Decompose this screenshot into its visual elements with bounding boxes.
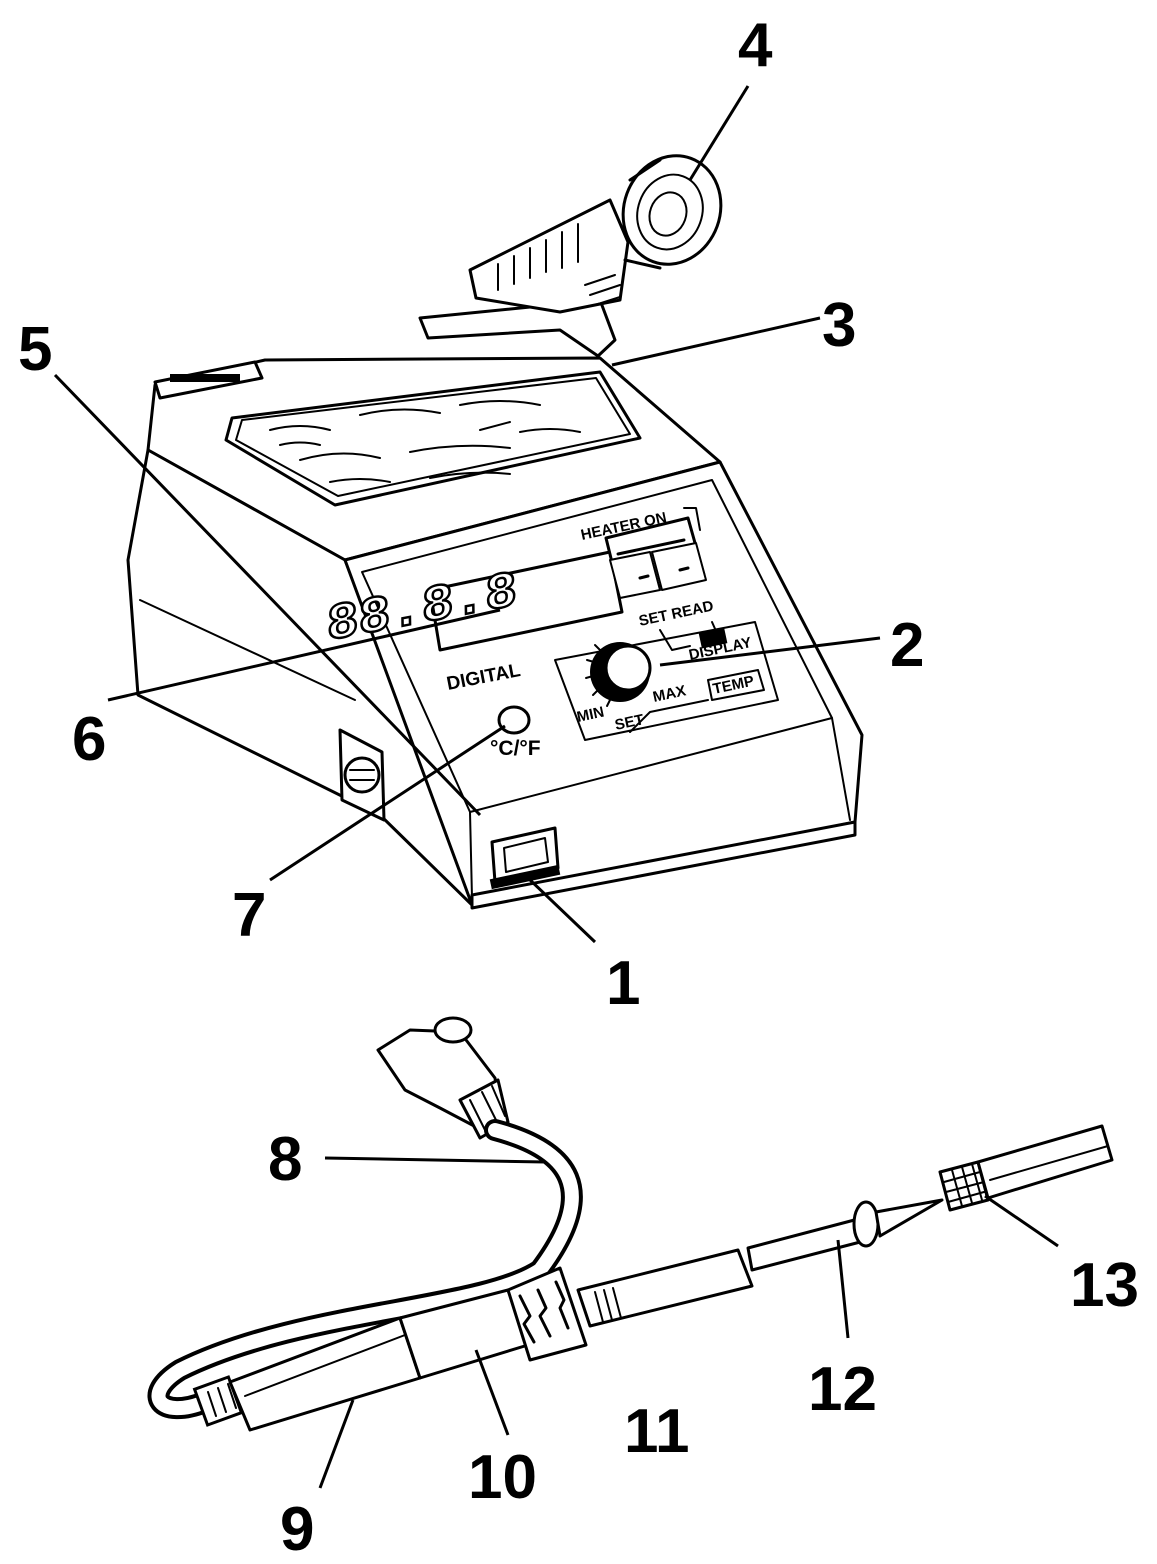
leader-4 xyxy=(688,85,750,181)
unit-button[interactable] xyxy=(497,705,531,735)
max-label: MAX xyxy=(651,682,687,706)
tip-nut xyxy=(938,1124,1114,1212)
power-switch[interactable] xyxy=(489,826,561,890)
heating-element xyxy=(746,1198,944,1272)
callout-1: 1 xyxy=(606,949,640,1018)
heater-indicator-panel: HEATER ON xyxy=(579,507,707,599)
min-label: MIN xyxy=(575,704,605,726)
callout-5: 5 xyxy=(18,315,52,384)
callout-10: 10 xyxy=(468,1443,537,1512)
callout-6: 6 xyxy=(72,705,106,774)
callout-11: 11 xyxy=(624,1397,690,1466)
callout-4: 4 xyxy=(738,11,773,80)
leader-1 xyxy=(526,876,597,944)
sponge-tray xyxy=(224,370,642,507)
temperature-knob[interactable] xyxy=(585,642,652,707)
callout-7: 7 xyxy=(232,881,266,950)
plug xyxy=(376,1016,510,1140)
display-select-switch[interactable] xyxy=(698,627,728,649)
leader-3 xyxy=(611,316,821,367)
leader-10 xyxy=(474,1349,510,1436)
handle xyxy=(228,1266,588,1432)
callout-2: 2 xyxy=(890,611,924,680)
leader-5 xyxy=(53,373,482,817)
barrel xyxy=(576,1248,754,1328)
leader-7 xyxy=(269,724,506,882)
leader-lines xyxy=(53,85,1059,1489)
callout-8: 8 xyxy=(268,1125,302,1194)
leader-6 xyxy=(107,608,501,702)
leader-8 xyxy=(324,1156,546,1164)
callout-9: 9 xyxy=(280,1495,314,1564)
leader-9 xyxy=(318,1399,355,1489)
leader-13 xyxy=(984,1194,1059,1248)
leader-12 xyxy=(836,1239,850,1339)
iron-holder xyxy=(418,154,723,358)
side-socket xyxy=(338,728,386,822)
callout-3: 3 xyxy=(822,291,856,360)
unit-switch-label: °C/°F xyxy=(490,737,541,760)
leader-2 xyxy=(659,636,881,667)
soldering-iron xyxy=(147,1016,1114,1432)
callout-12: 12 xyxy=(808,1355,877,1424)
set-label: SET xyxy=(613,711,645,734)
callout-13: 13 xyxy=(1070,1251,1139,1320)
callout-numbers: 1 2 3 4 5 6 7 8 9 10 11 12 13 xyxy=(18,11,1139,1564)
